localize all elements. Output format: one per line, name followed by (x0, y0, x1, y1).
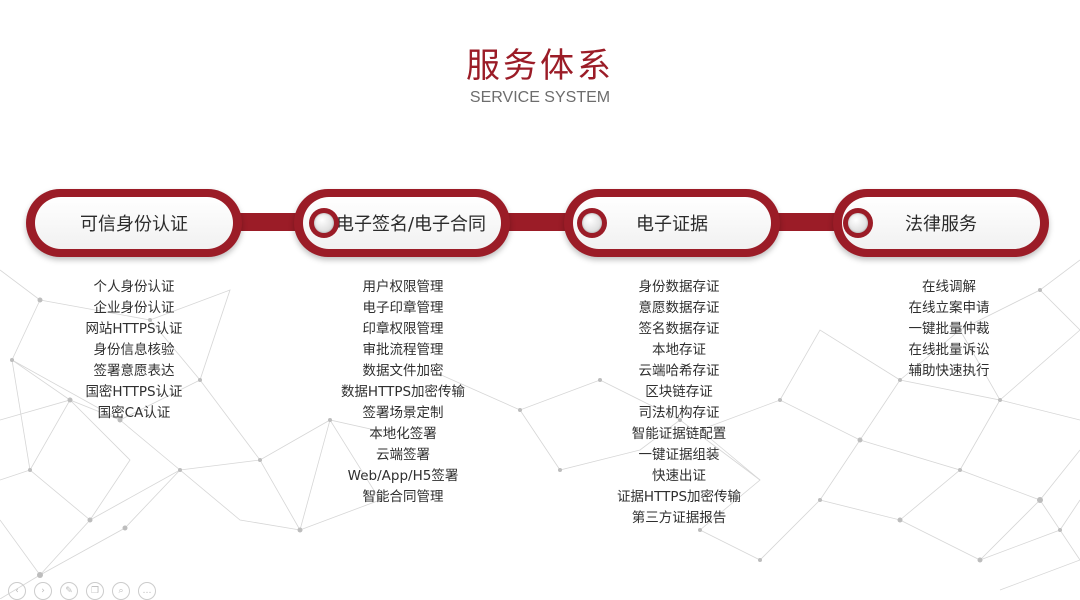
list-item: 数据文件加密 (362, 363, 444, 379)
list-item: 数据HTTPS加密传输 (340, 384, 466, 400)
connector-knob (309, 208, 339, 238)
pen-icon[interactable]: ✎ (60, 582, 78, 600)
list-item: 一键证据组装 (638, 447, 720, 463)
list-item: 个人身份认证 (93, 279, 175, 295)
list-item: 快速出证 (652, 468, 706, 484)
list-item: 本地存证 (652, 342, 706, 358)
list-item: 用户权限管理 (362, 279, 444, 295)
list-item: 身份信息核验 (93, 342, 175, 358)
connector-knob (577, 208, 607, 238)
header: 服务体系 SERVICE SYSTEM (0, 44, 1080, 107)
list-item: 国密HTTPS认证 (85, 384, 183, 400)
presentation-toolbar: ‹ › ✎ ❐ ⌕ … (8, 582, 156, 600)
list-item: 一键批量仲裁 (908, 321, 990, 337)
page-subtitle: SERVICE SYSTEM (469, 89, 611, 106)
list-item: 国密CA认证 (97, 405, 171, 421)
list-item: 云端哈希存证 (638, 363, 720, 379)
category-label: 法律服务 (842, 197, 1040, 249)
category-label: 可信身份认证 (35, 197, 233, 249)
back-icon[interactable]: ‹ (8, 582, 26, 600)
list-item: 签署场景定制 (362, 405, 444, 421)
connector-3 (774, 213, 846, 231)
list-item: 在线立案申请 (908, 300, 990, 316)
list-item: 在线调解 (922, 279, 976, 295)
list-item: 云端签署 (376, 447, 430, 463)
list-item: 证据HTTPS加密传输 (616, 489, 742, 505)
service-list-esign: 用户权限管理 电子印章管理 印章权限管理 审批流程管理 数据文件加密 数据HTT… (303, 277, 503, 508)
list-item: 区块链存证 (645, 384, 713, 400)
list-item: 司法机构存证 (638, 405, 720, 421)
list-item: 智能证据链配置 (631, 426, 727, 442)
connector-1 (236, 213, 308, 231)
page-title: 服务体系 (466, 46, 614, 86)
list-item: 电子印章管理 (362, 300, 444, 316)
list-item: 第三方证据报告 (631, 510, 727, 526)
category-pill-esign: 电子签名/电子合同 (294, 189, 510, 257)
more-icon[interactable]: … (138, 582, 156, 600)
list-item: 企业身份认证 (93, 300, 175, 316)
list-item: 在线批量诉讼 (908, 342, 990, 358)
list-item: 审批流程管理 (362, 342, 444, 358)
list-item: 意愿数据存证 (638, 300, 720, 316)
service-list-legal: 在线调解 在线立案申请 一键批量仲裁 在线批量诉讼 辅助快速执行 (849, 277, 1049, 382)
list-item: 印章权限管理 (362, 321, 444, 337)
connector-2 (505, 213, 577, 231)
category-label: 电子签名/电子合同 (303, 197, 501, 249)
connector-knob (843, 208, 873, 238)
category-pill-identity: 可信身份认证 (26, 189, 242, 257)
forward-icon[interactable]: › (34, 582, 52, 600)
list-item: Web/App/H5签署 (347, 468, 459, 484)
zoom-icon[interactable]: ⌕ (112, 582, 130, 600)
list-item: 本地化签署 (369, 426, 437, 442)
list-item: 网站HTTPS认证 (85, 321, 183, 337)
copy-icon[interactable]: ❐ (86, 582, 104, 600)
service-list-identity: 个人身份认证 企业身份认证 网站HTTPS认证 身份信息核验 签署意愿表达 国密… (34, 277, 234, 424)
list-item: 签名数据存证 (638, 321, 720, 337)
list-item: 智能合同管理 (362, 489, 444, 505)
list-item: 身份数据存证 (638, 279, 720, 295)
service-list-evidence: 身份数据存证 意愿数据存证 签名数据存证 本地存证 云端哈希存证 区块链存证 司… (579, 277, 779, 529)
list-item: 签署意愿表达 (93, 363, 175, 379)
list-item: 辅助快速执行 (908, 363, 990, 379)
